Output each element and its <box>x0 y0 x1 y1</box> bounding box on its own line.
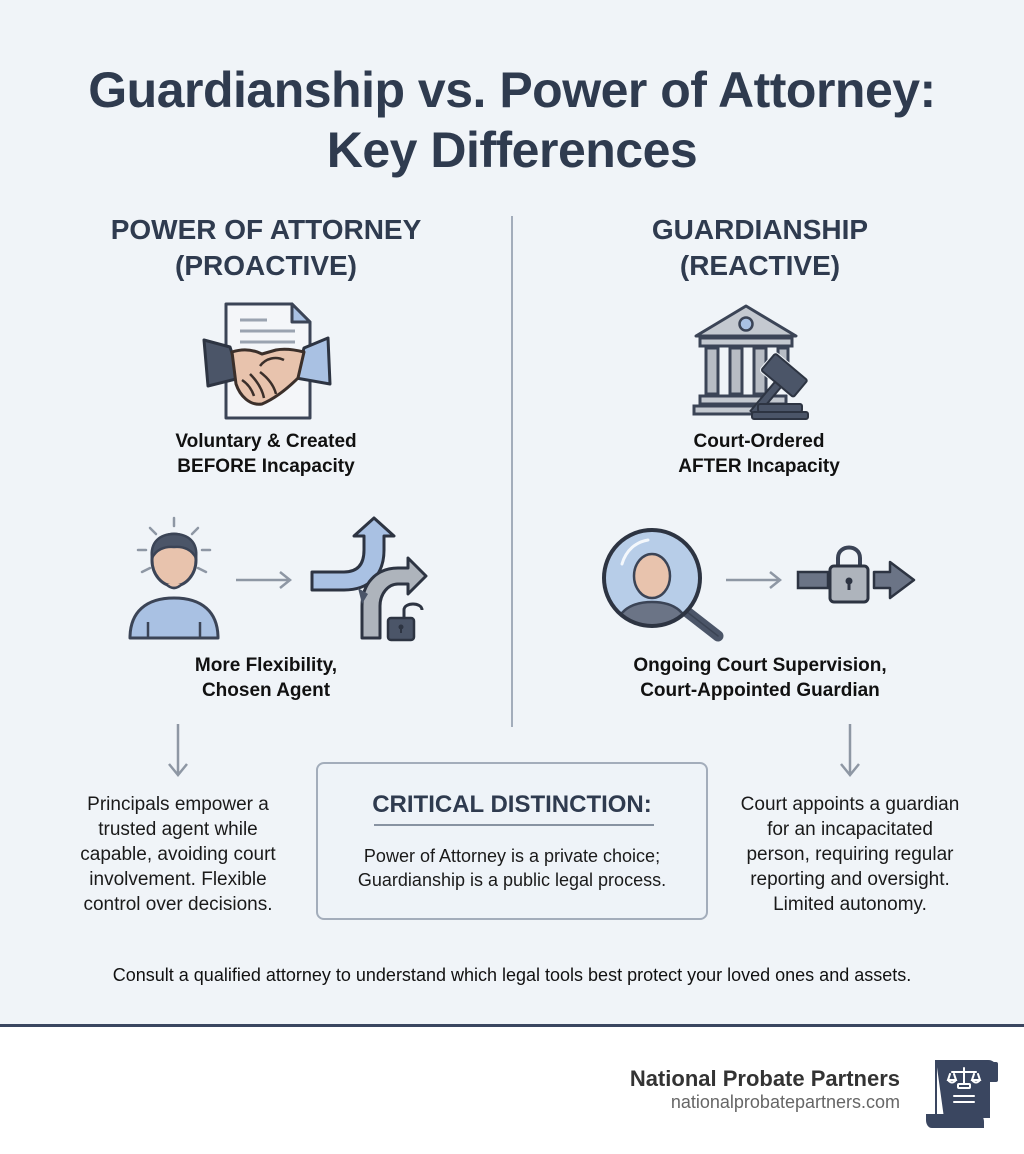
poa-heading: POWER OF ATTORNEY (PROACTIVE) <box>66 212 466 284</box>
legal-scroll-scales-icon <box>924 1056 1002 1132</box>
guardianship-caption-1: Court-Ordered AFTER Incapacity <box>609 429 909 479</box>
infographic-canvas: Guardianship vs. Power of Attorney: Key … <box>0 0 1024 1024</box>
poa-description: Principals empower a trusted agent while… <box>40 792 316 917</box>
brand-name: National Probate Partners <box>629 1066 900 1091</box>
handshake-document-icon <box>200 300 335 422</box>
guardianship-description: Court appoints a guardian for an incapac… <box>710 792 990 917</box>
critical-distinction-rule <box>374 824 654 826</box>
guardianship-heading: GUARDIANSHIP (REACTIVE) <box>560 212 960 284</box>
poa-caption-2-line-2: Chosen Agent <box>201 680 331 701</box>
poa-caption-1: Voluntary & Created BEFORE Incapacity <box>116 429 416 479</box>
critical-distinction-line-1: Power of Attorney is a private choice; <box>363 846 661 866</box>
guardianship-down-arrow-icon <box>838 722 862 778</box>
guardianship-caption-1-line-1: Court-Ordered <box>693 431 825 452</box>
poa-description-line: control over decisions. <box>83 894 273 915</box>
guardianship-description-line: for an incapacitated <box>767 819 933 840</box>
guardianship-description-line: Court appoints a guardian <box>740 794 960 815</box>
poa-description-line: involvement. Flexible <box>89 869 267 890</box>
poa-caption-1-line-2: BEFORE Incapacity <box>177 456 355 477</box>
poa-heading-line-1: POWER OF ATTORNEY <box>110 214 422 245</box>
footer-divider <box>0 1024 1024 1027</box>
critical-distinction-box: CRITICAL DISTINCTION: Power of Attorney … <box>316 762 708 920</box>
footer <box>0 1027 1024 1154</box>
person-branching-paths-icon <box>126 514 431 644</box>
poa-description-line: capable, avoiding court <box>80 844 276 865</box>
poa-description-line: Principals empower a <box>87 794 269 815</box>
title-line-2: Key Differences <box>326 122 698 178</box>
guardianship-heading-line-2: (REACTIVE) <box>679 250 841 281</box>
column-divider <box>511 216 513 727</box>
poa-caption-2-line-1: More Flexibility, <box>194 655 338 676</box>
guardianship-heading-line-1: GUARDIANSHIP <box>651 214 869 245</box>
critical-distinction-title: CRITICAL DISTINCTION: <box>372 791 652 818</box>
title-line-1: Guardianship vs. Power of Attorney: <box>88 62 936 118</box>
courthouse-gavel-icon <box>690 300 835 422</box>
magnified-person-locked-path-icon <box>600 528 920 644</box>
guardianship-description-line: Limited autonomy. <box>773 894 927 915</box>
poa-caption-2: More Flexibility, Chosen Agent <box>116 653 416 703</box>
page-title: Guardianship vs. Power of Attorney: Key … <box>0 60 1024 180</box>
critical-distinction-body: Power of Attorney is a private choice; G… <box>318 844 706 892</box>
poa-description-line: trusted agent while <box>98 819 258 840</box>
guardianship-caption-2-line-2: Court-Appointed Guardian <box>640 680 880 701</box>
critical-distinction-line-2: Guardianship is a public legal process. <box>357 870 667 890</box>
poa-caption-1-line-1: Voluntary & Created <box>175 431 357 452</box>
guardianship-description-line: reporting and oversight. <box>750 869 950 890</box>
idea-rays-icon <box>136 516 212 574</box>
brand-url-link[interactable]: nationalprobatepartners.com <box>670 1092 900 1112</box>
guardianship-caption-1-line-2: AFTER Incapacity <box>678 456 840 477</box>
guardianship-caption-2: Ongoing Court Supervision, Court-Appoint… <box>590 653 930 703</box>
poa-heading-line-2: (PROACTIVE) <box>175 250 357 281</box>
guardianship-description-line: person, requiring regular <box>746 844 954 865</box>
consult-attorney-note: Consult a qualified attorney to understa… <box>112 965 912 985</box>
poa-down-arrow-icon <box>166 722 190 778</box>
guardianship-caption-2-line-1: Ongoing Court Supervision, <box>633 655 887 676</box>
